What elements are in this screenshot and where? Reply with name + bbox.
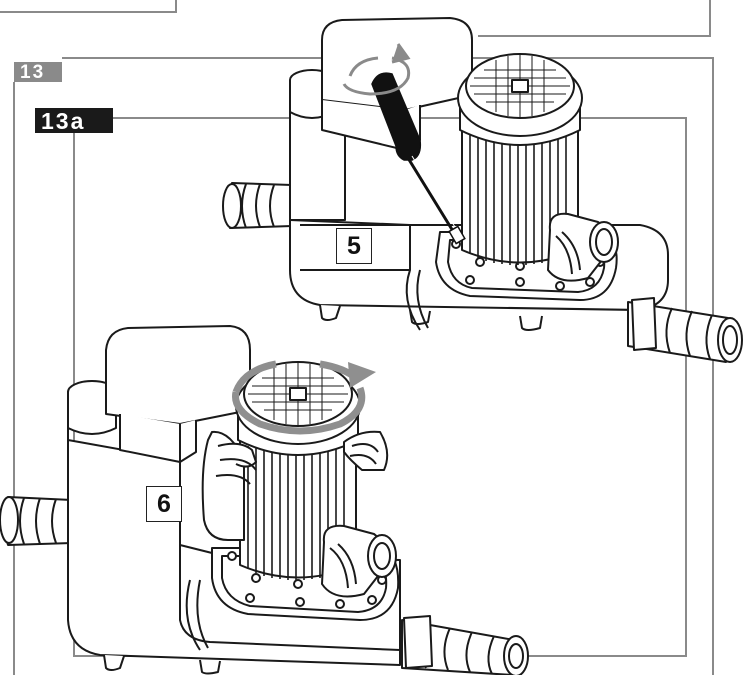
step-number-5: 5	[336, 228, 372, 264]
inlet-connector-bottom	[0, 496, 73, 546]
flange-bolts-bottom	[227, 551, 387, 609]
screwdriver-icon	[371, 72, 466, 245]
pump-unit-top	[222, 17, 743, 363]
pump-unit-bottom	[0, 325, 529, 675]
hand-icon	[201, 430, 389, 541]
figure-tag-13a: 13a	[35, 108, 113, 134]
motor-fins-bottom	[247, 446, 345, 580]
rotate-arrow-icon	[342, 43, 411, 96]
inlet-connector-top	[222, 182, 293, 229]
previous-figure-frame	[0, 0, 711, 37]
step-number-6: 6	[146, 486, 182, 522]
frame-13	[13, 57, 714, 675]
outlet-connector-bottom	[401, 615, 529, 675]
rotate-ring-arrowhead	[348, 362, 376, 388]
motor-grille-top	[470, 55, 570, 117]
flange-bolts-top	[451, 239, 605, 291]
figure-tag-13: 13	[14, 62, 62, 83]
outlet-connector-top	[627, 297, 743, 363]
